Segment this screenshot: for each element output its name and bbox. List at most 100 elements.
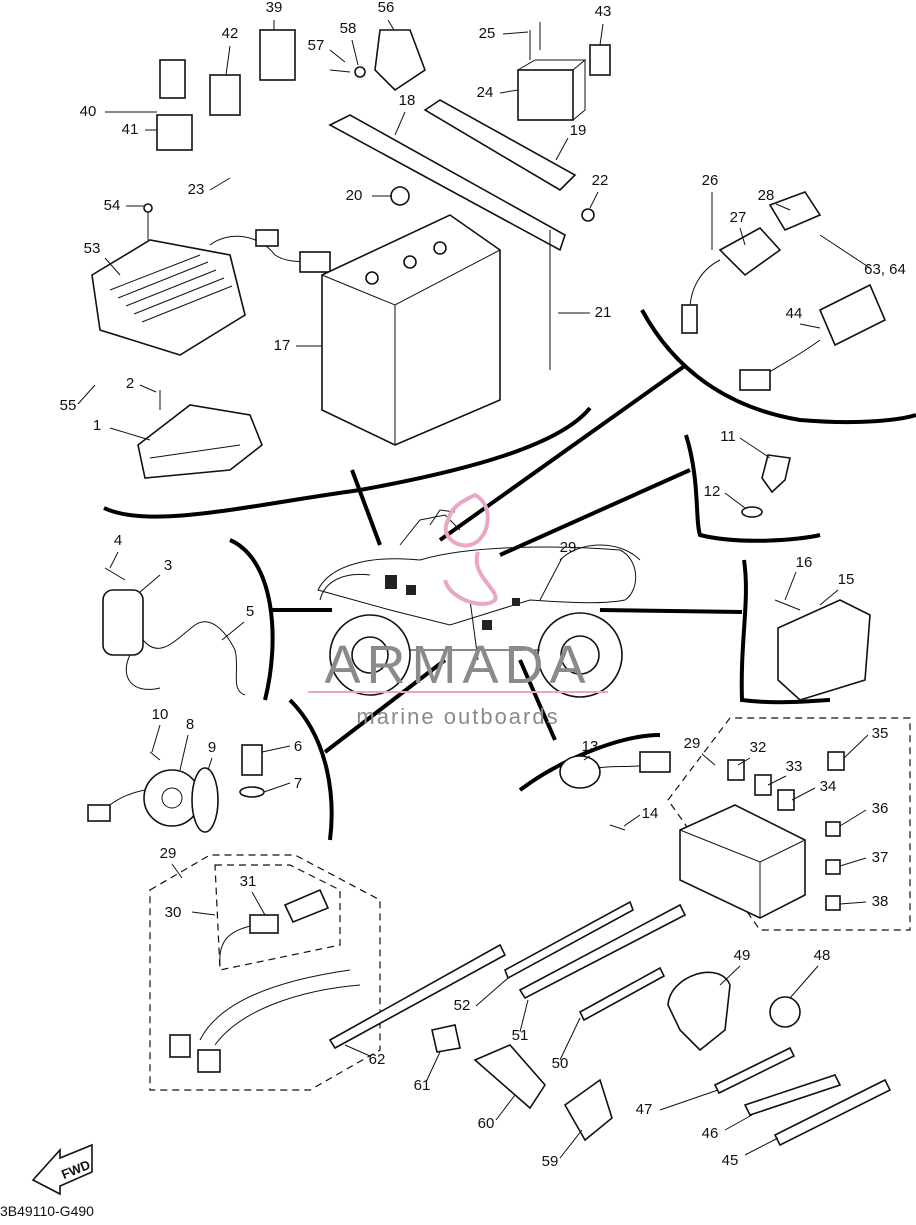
- callout-leader: [839, 901, 867, 905]
- part-callout-32: 32: [750, 739, 767, 756]
- callout-leader: [775, 203, 791, 211]
- callout-leader: [744, 1137, 779, 1156]
- callout-leader: [139, 384, 157, 393]
- callout-leader: [104, 257, 121, 276]
- callout-leader: [251, 891, 266, 916]
- part-callout-42: 42: [222, 25, 239, 42]
- callout-leader: [839, 857, 867, 867]
- region-borders: [103, 309, 916, 841]
- part-callout-20: 20: [346, 187, 363, 204]
- callout-leader: [789, 965, 819, 999]
- part-callout-16: 16: [796, 554, 813, 571]
- part-relay-24: [517, 59, 587, 121]
- part-callout-1: 1: [93, 417, 101, 434]
- part-callout-13: 13: [582, 738, 599, 755]
- part-fusebox-29: [679, 751, 845, 919]
- border-sensors: [288, 698, 334, 841]
- callout-leader: [819, 234, 871, 269]
- part-callout-37: 37: [872, 849, 889, 866]
- callout-leader: [77, 384, 96, 405]
- part-callout-17: 17: [274, 337, 291, 354]
- callout-leader: [559, 1129, 583, 1159]
- callout-leader: [263, 782, 291, 793]
- part-battery-17: [321, 214, 501, 446]
- watermark: ARMADA marine outboards: [308, 492, 608, 729]
- callout-leader: [519, 999, 529, 1033]
- part-callout-12: 12: [704, 483, 721, 500]
- part-harness-30: [169, 888, 361, 1073]
- callout-leader: [739, 437, 771, 459]
- fuse-box-group: [667, 717, 911, 931]
- part-callout-56: 56: [378, 0, 395, 16]
- callout-leader: [724, 1114, 753, 1131]
- part-callout-46: 46: [702, 1125, 719, 1142]
- part-bolts: [104, 22, 801, 831]
- part-callout-39: 39: [266, 0, 283, 16]
- callout-leader: [139, 574, 161, 593]
- part-starter-13: [559, 751, 671, 789]
- callout-leader: [583, 755, 591, 761]
- part-callout-49: 49: [734, 947, 751, 964]
- callout-leader: [261, 745, 291, 753]
- watermark-title: ARMADA: [324, 635, 591, 695]
- callout-leader: [499, 89, 519, 94]
- part-callout-28: 28: [758, 187, 775, 204]
- part-callout-11: 11: [720, 428, 736, 445]
- part-callout-63-64: 63, 64: [864, 261, 906, 278]
- part-ecu-53: [91, 229, 331, 356]
- part-callout-41: 41: [122, 121, 139, 138]
- border-relay: [739, 559, 831, 705]
- part-callout-19: 19: [570, 122, 587, 139]
- callout-layer: 1234567891011121314151617181920212223242…: [60, 0, 906, 1170]
- leader-main-6: [323, 658, 447, 754]
- part-callout-8: 8: [186, 716, 194, 733]
- callout-leader: [329, 49, 346, 63]
- part-callout-3: 3: [164, 557, 172, 574]
- part-callout-15: 15: [838, 571, 855, 588]
- part-bracket-18: [328, 99, 577, 252]
- callout-leader: [589, 191, 599, 209]
- sub-harness-box: [214, 864, 341, 971]
- part-relay-15: [777, 599, 871, 701]
- part-callout-9: 9: [208, 739, 216, 756]
- callout-leader: [225, 45, 231, 76]
- callout-leader: [502, 31, 529, 35]
- part-callout-29: 29: [160, 845, 177, 862]
- part-callout-53: 53: [84, 240, 101, 257]
- diagram-code: 3B49110-G490: [0, 1203, 94, 1219]
- part-sensor-11: [741, 454, 791, 518]
- callout-leader: [475, 977, 509, 1007]
- part-callout-30: 30: [165, 904, 182, 921]
- wire-harness-box: [149, 854, 381, 1091]
- callout-leader: [495, 1094, 516, 1121]
- callout-leader: [539, 557, 563, 601]
- part-clamps: [431, 971, 801, 1142]
- callout-leader: [784, 571, 797, 601]
- part-sensor-8: [87, 767, 219, 833]
- part-coil-3: [102, 589, 246, 696]
- leader-main-7: [518, 659, 557, 741]
- part-callout-23: 23: [188, 181, 205, 198]
- part-callout-24: 24: [477, 84, 494, 101]
- callout-leader: [179, 734, 189, 771]
- part-callout-44: 44: [786, 305, 803, 322]
- part-callout-18: 18: [399, 92, 416, 109]
- part-callout-36: 36: [872, 800, 889, 817]
- callout-leader: [767, 775, 787, 786]
- callout-leader: [151, 724, 161, 753]
- part-callout-7: 7: [294, 775, 302, 792]
- part-callout-57: 57: [308, 37, 325, 54]
- callout-leader: [623, 814, 641, 827]
- callout-leader: [724, 492, 746, 509]
- watermark-subtitle: marine outboards: [356, 704, 559, 729]
- callout-leader: [344, 1044, 371, 1057]
- part-callout-43: 43: [595, 3, 612, 20]
- part-callout-29: 29: [560, 539, 577, 556]
- part-callout-22: 22: [592, 172, 609, 189]
- watermark-logo: [443, 492, 498, 606]
- leader-main-5: [599, 608, 743, 614]
- part-sensor-6: [239, 744, 265, 798]
- part-small-relays: [156, 29, 611, 151]
- callout-leader: [599, 23, 604, 46]
